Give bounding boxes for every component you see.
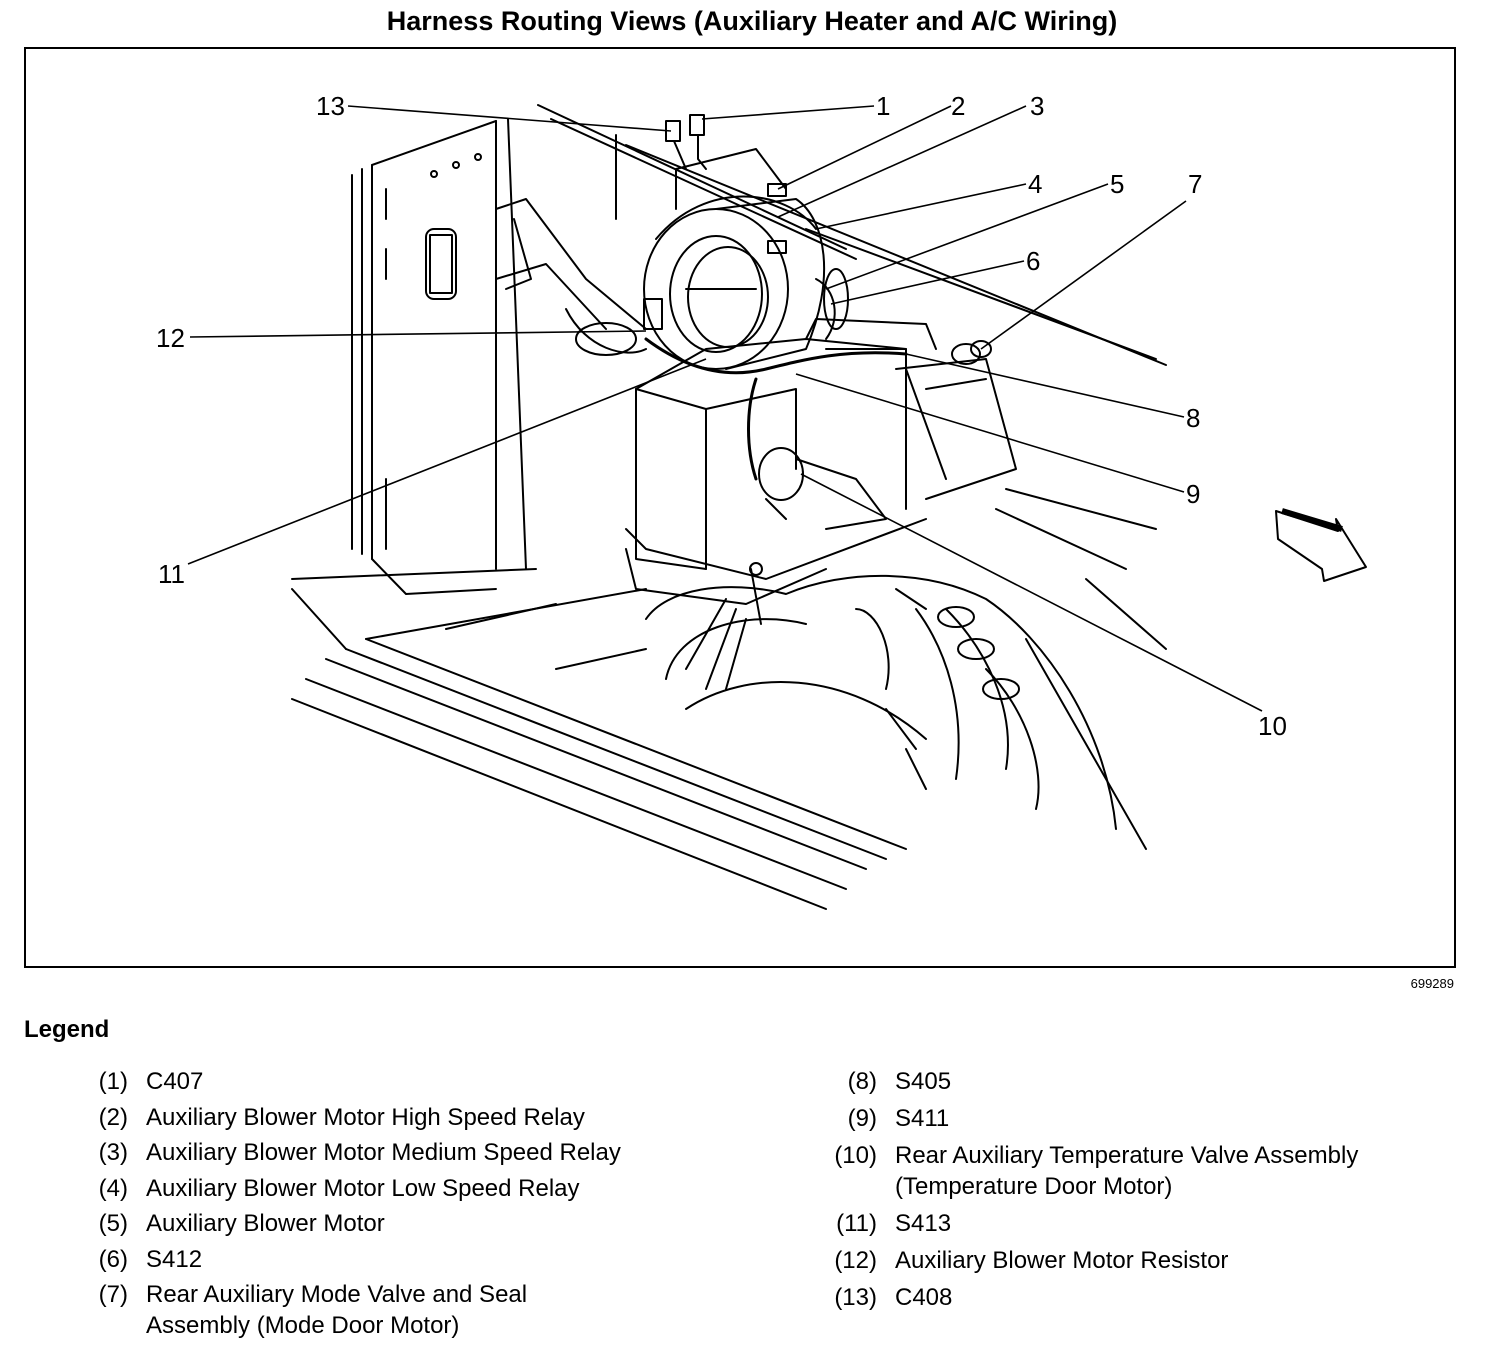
legend-item-9: (9) S411 — [848, 1103, 1465, 1134]
callout-9: 9 — [1186, 479, 1201, 509]
front-direction-arrow — [1275, 508, 1367, 582]
callout-13: 13 — [316, 91, 345, 121]
callout-5: 5 — [1110, 169, 1125, 199]
temperature-door-motor — [749, 447, 887, 625]
legend-text: C408 — [895, 1284, 953, 1311]
callout-7: 7 — [1188, 169, 1203, 199]
callout-12: 12 — [156, 323, 185, 353]
callout-leaders — [187, 105, 1263, 712]
legend-item-11: (11) S413 — [836, 1208, 1465, 1239]
legend-item-5: (5) Auxiliary Blower Motor — [99, 1208, 766, 1239]
diagram-frame: 13 1 2 3 4 5 7 6 12 8 9 11 10 — [24, 47, 1456, 968]
legend-text: S412 — [146, 1246, 203, 1273]
legend-number: (4) — [98, 1175, 128, 1202]
blower-motor — [643, 148, 849, 370]
heater-case — [625, 318, 1017, 605]
callout-6: 6 — [1026, 246, 1041, 276]
legend-number: (5) — [98, 1210, 128, 1237]
legend-text: S405 — [895, 1068, 952, 1095]
legend-item-3: (3) Auxiliary Blower Motor Medium Speed … — [99, 1137, 766, 1168]
callout-4: 4 — [1028, 169, 1043, 199]
legend-item-6: (6) S412 — [99, 1244, 766, 1275]
legend-number: (1) — [98, 1068, 128, 1095]
legend-text: Auxiliary Blower Motor — [146, 1210, 385, 1237]
roof-lines — [537, 104, 1167, 366]
legend-text: Auxiliary Blower Motor High Speed Relay — [146, 1104, 585, 1131]
body-pillar — [351, 118, 527, 595]
callout-8: 8 — [1186, 403, 1201, 433]
legend-number: (13) — [834, 1284, 877, 1311]
legend-text: Auxiliary Blower Motor Resistor — [895, 1247, 1229, 1274]
legend-text: Rear Auxiliary Mode Valve and Seal Assem… — [146, 1281, 528, 1339]
callout-1: 1 — [876, 91, 891, 121]
legend-item-10: (10) Rear Auxiliary Temperature Valve As… — [834, 1140, 1465, 1202]
mode-door-motor — [951, 340, 992, 365]
mount-bracket — [495, 198, 647, 356]
legend-text: Auxiliary Blower Motor Medium Speed Rela… — [146, 1139, 621, 1166]
legend-item-13: (13) C408 — [834, 1282, 1465, 1313]
legend-number: (10) — [834, 1142, 877, 1169]
legend-number: (7) — [98, 1281, 128, 1308]
legend-text: Auxiliary Blower Motor Low Speed Relay — [146, 1175, 580, 1202]
top-connectors — [665, 114, 707, 170]
legend-title: Legend — [24, 1016, 110, 1043]
callout-3: 3 — [1030, 91, 1045, 121]
wheel-well — [645, 574, 1117, 830]
legend-number: (12) — [834, 1247, 877, 1274]
legend-number: (3) — [98, 1139, 128, 1166]
callout-2: 2 — [951, 91, 966, 121]
harness-illustration — [187, 104, 1367, 910]
legend-item-4: (4) Auxiliary Blower Motor Low Speed Rel… — [99, 1173, 766, 1204]
callout-11: 11 — [158, 559, 185, 589]
legend-item-2: (2) Auxiliary Blower Motor High Speed Re… — [99, 1102, 766, 1133]
diagram-title: Harness Routing Views (Auxiliary Heater … — [386, 6, 1118, 36]
legend-number: (9) — [847, 1105, 877, 1132]
legend-item-7: (7) Rear Auxiliary Mode Valve and Seal A… — [99, 1279, 616, 1341]
legend-text: S411 — [895, 1105, 950, 1132]
figure-id: 699289 — [1410, 976, 1454, 991]
legend-item-8: (8) S405 — [848, 1066, 1465, 1097]
legend-item-12: (12) Auxiliary Blower Motor Resistor — [834, 1245, 1465, 1276]
legend-item-1: (1) C407 — [99, 1066, 766, 1097]
callout-10: 10 — [1258, 711, 1287, 741]
legend-number: (11) — [836, 1210, 877, 1237]
floor-panel — [291, 488, 1167, 910]
legend-number: (8) — [847, 1068, 877, 1095]
legend-number: (6) — [98, 1246, 128, 1273]
legend-text: S413 — [895, 1210, 952, 1237]
legend-number: (2) — [98, 1104, 128, 1131]
wiring-harness — [644, 337, 908, 481]
legend-text: Rear Auxiliary Temperature Valve Assembl… — [895, 1142, 1359, 1200]
legend-text: C407 — [146, 1068, 204, 1095]
